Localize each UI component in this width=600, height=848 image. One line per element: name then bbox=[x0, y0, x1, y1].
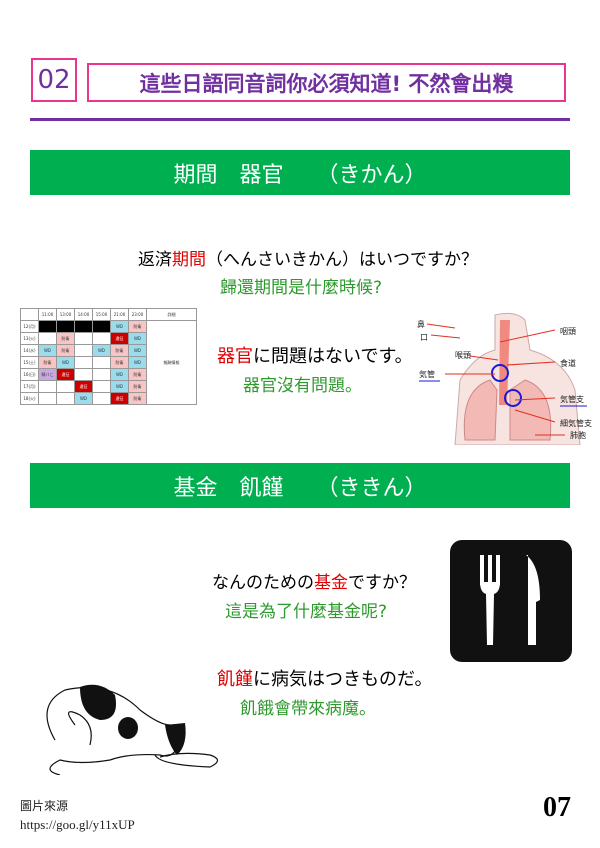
divider bbox=[30, 118, 570, 121]
table-cell: WD bbox=[128, 344, 147, 357]
table-cell: WD bbox=[110, 320, 129, 333]
column-header: 15:00 bbox=[92, 308, 111, 321]
label: 肺胞 bbox=[570, 430, 586, 440]
image-source-url[interactable]: https://goo.gl/y11xUP bbox=[20, 817, 135, 832]
page-title: 這些日語同音詞你必須知道! 不然會出糗 bbox=[87, 63, 566, 102]
table-cell: 15(土) bbox=[20, 356, 39, 369]
table-cell: 16(日) bbox=[20, 368, 39, 381]
table-cell bbox=[92, 320, 111, 333]
respiratory-diagram: 鼻 口 咽頭 喉頭 食道 気管 気管支 細気管支 肺胞 bbox=[417, 312, 592, 445]
text: に問題はないです。 bbox=[253, 346, 413, 367]
table-cell: 13(火) bbox=[20, 332, 39, 345]
table-cell bbox=[92, 380, 111, 393]
table-cell bbox=[74, 332, 93, 345]
table-cell: 騎バこ bbox=[38, 368, 57, 381]
table-cell bbox=[56, 392, 75, 405]
table-cell: WD bbox=[128, 332, 147, 345]
table-cell: 遠征 bbox=[74, 380, 93, 393]
highlight-word: 基金 bbox=[314, 573, 348, 593]
highlight-word: 期間 bbox=[172, 250, 206, 270]
label: 鼻 bbox=[417, 319, 425, 329]
table-cell bbox=[38, 320, 57, 333]
table-cell bbox=[74, 320, 93, 333]
fork-knife-icon bbox=[450, 540, 572, 662]
table-cell: 防衛 bbox=[128, 392, 147, 405]
section-heading-kikan: 期間 器官 （きかん） bbox=[30, 150, 570, 195]
example-sentence-zh: 飢餓會帶來病魔。 bbox=[240, 699, 376, 719]
label: 食道 bbox=[560, 358, 576, 368]
label: 口 bbox=[420, 333, 428, 342]
table-cell: WD bbox=[110, 368, 129, 381]
table-cell bbox=[74, 344, 93, 357]
example-sentence-zh: 這是為了什麼基金呢? bbox=[225, 602, 388, 622]
text: なんのための bbox=[212, 573, 314, 593]
column-header: 23:00 bbox=[128, 308, 147, 321]
table-cell: 防衛 bbox=[128, 368, 147, 381]
table-cell: WD bbox=[128, 356, 147, 369]
example-sentence-jp: 器官に問題はないです。 bbox=[217, 342, 413, 368]
label: 気管支 bbox=[560, 394, 584, 404]
example-sentence-jp: 飢饉に病気はつきものだ。 bbox=[217, 665, 432, 691]
table-cell: 14(水) bbox=[20, 344, 39, 357]
table-cell bbox=[92, 392, 111, 405]
table-cell: 防衛 bbox=[38, 356, 57, 369]
text: 返済 bbox=[138, 250, 172, 270]
table-cell: 防衛 bbox=[128, 320, 147, 333]
table-cell: 防衛 bbox=[128, 380, 147, 393]
column-header: 11:00 bbox=[38, 308, 57, 321]
column-header: 21:00 bbox=[110, 308, 129, 321]
label: 細気管支 bbox=[560, 418, 592, 428]
example-sentence-jp: なんのための基金ですか？ bbox=[212, 568, 416, 593]
page-number: 07 bbox=[543, 792, 571, 823]
example-sentence-zh: 歸還期間是什麼時候? bbox=[220, 278, 383, 298]
table-cell bbox=[38, 332, 57, 345]
table-cell bbox=[92, 332, 111, 345]
table-cell: 18(火) bbox=[20, 392, 39, 405]
table-cell: 12(月) bbox=[20, 320, 39, 333]
table-cell bbox=[92, 368, 111, 381]
table-cell bbox=[38, 392, 57, 405]
label: 喉頭 bbox=[455, 350, 471, 360]
table-cell: WD bbox=[38, 344, 57, 357]
detail-cell: 報酬情報 bbox=[146, 320, 197, 405]
table-cell: 遠征 bbox=[110, 392, 129, 405]
highlight-word: 飢饉 bbox=[217, 669, 253, 690]
column-header bbox=[20, 308, 39, 321]
example-sentence-jp: 返済期間（へんさいきかん）はいつですか？ bbox=[138, 245, 478, 270]
table-cell: WD bbox=[56, 356, 75, 369]
column-header: 13:00 bbox=[56, 308, 75, 321]
cat-eating-illustration bbox=[46, 684, 219, 775]
table-cell bbox=[74, 368, 93, 381]
table-cell bbox=[92, 356, 111, 369]
table-cell: 防衛 bbox=[56, 344, 75, 357]
table-cell bbox=[74, 356, 93, 369]
table-cell: 防衛 bbox=[56, 332, 75, 345]
table-cell: 防衛 bbox=[110, 356, 129, 369]
table-cell: 遠征 bbox=[56, 368, 75, 381]
column-header: 14:00 bbox=[74, 308, 93, 321]
table-cell: WD bbox=[74, 392, 93, 405]
table-cell: 防衛 bbox=[110, 344, 129, 357]
table-cell: WD bbox=[110, 380, 129, 393]
table-cell bbox=[56, 380, 75, 393]
image-source-label: 圖片來源 bbox=[20, 799, 69, 813]
table-cell bbox=[56, 320, 75, 333]
column-header: 詳細 bbox=[146, 308, 197, 321]
table-cell: 遠征 bbox=[110, 332, 129, 345]
section-number: 02 bbox=[31, 58, 77, 102]
text: ですか？ bbox=[348, 573, 416, 593]
example-sentence-zh: 器官沒有問題。 bbox=[243, 376, 362, 396]
text: （へんさいきかん）はいつですか？ bbox=[206, 250, 478, 270]
table-cell: 17(月) bbox=[20, 380, 39, 393]
highlight-word: 器官 bbox=[217, 346, 253, 367]
table-cell: WD bbox=[92, 344, 111, 357]
label: 咽頭 bbox=[560, 327, 576, 336]
label: 気管 bbox=[419, 369, 435, 379]
table-cell bbox=[38, 380, 57, 393]
section-heading-kikin: 基金 飢饉 （ききん） bbox=[30, 463, 570, 508]
text: に病気はつきものだ。 bbox=[253, 669, 433, 690]
